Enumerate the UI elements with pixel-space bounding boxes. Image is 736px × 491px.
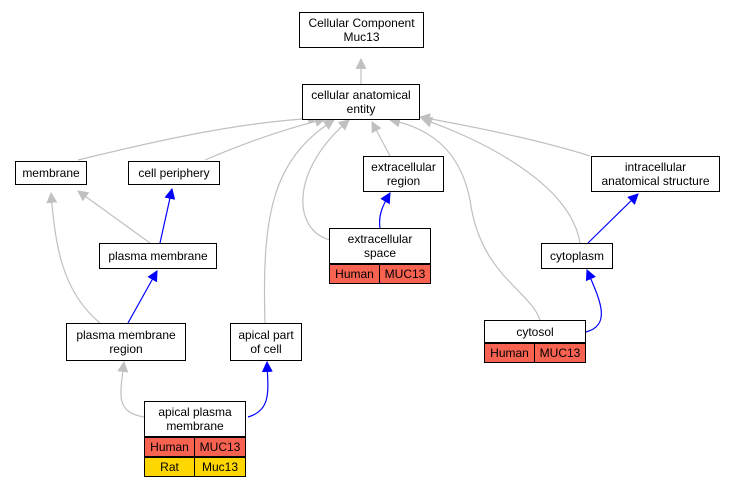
node-label: plasma membrane region bbox=[76, 328, 176, 356]
edge-intra-to-cae bbox=[418, 113, 591, 157]
node-label: cytosol bbox=[516, 324, 554, 339]
node-label: apical plasma membrane bbox=[158, 405, 232, 433]
species-label: Human bbox=[150, 440, 189, 454]
annotation-gene: Muc13 bbox=[194, 457, 246, 477]
node-label: plasma membrane bbox=[108, 249, 208, 263]
edge-extspace-to-extreg bbox=[378, 192, 391, 229]
node-label: extracellular space bbox=[347, 232, 413, 260]
gene-label: MUC13 bbox=[384, 267, 426, 281]
node-label: intracellular anatomical structure bbox=[601, 160, 710, 188]
node-label: Cellular Component Muc13 bbox=[308, 16, 415, 44]
node-label: cytoplasm bbox=[549, 249, 605, 263]
edge-cytosol-to-cae bbox=[388, 116, 541, 321]
node-cellular-anatomical-entity[interactable]: cellular anatomical entity bbox=[302, 84, 420, 120]
node-label: apical part of cell bbox=[238, 328, 294, 356]
gene-label: MUC13 bbox=[539, 346, 581, 360]
node-label: cell periphery bbox=[138, 166, 210, 180]
annotation-species: Rat bbox=[144, 457, 195, 477]
edge-pmregion-to-pm bbox=[127, 270, 158, 324]
node-apical-plasma-membrane[interactable]: apical plasma membrane bbox=[144, 401, 246, 437]
node-membrane[interactable]: membrane bbox=[15, 161, 87, 185]
edge-periphery-to-cae bbox=[204, 116, 327, 161]
edge-membrane-to-cae bbox=[77, 113, 320, 161]
node-cell-periphery[interactable]: cell periphery bbox=[128, 161, 220, 185]
annotation-species: Human bbox=[329, 264, 380, 284]
node-cytoplasm[interactable]: cytoplasm bbox=[541, 243, 613, 269]
node-extracellular-space[interactable]: extracellular space bbox=[329, 228, 431, 264]
edge-apicalpm-to-pmregion bbox=[117, 360, 145, 418]
node-plasma-membrane[interactable]: plasma membrane bbox=[99, 243, 217, 269]
gene-label: MUC13 bbox=[199, 440, 241, 454]
node-plasma-membrane-region[interactable]: plasma membrane region bbox=[66, 323, 186, 361]
annotation-species: Human bbox=[144, 437, 195, 457]
edge-pm-to-membrane bbox=[77, 190, 151, 244]
node-cytosol[interactable]: cytosol bbox=[484, 320, 586, 343]
node-extracellular-region[interactable]: extracellular region bbox=[363, 156, 444, 192]
annotation-gene: MUC13 bbox=[534, 343, 586, 363]
gene-label: Muc13 bbox=[201, 460, 239, 474]
edge-cytoplasm-to-intra bbox=[587, 193, 639, 244]
edge-pm-to-periphery bbox=[159, 187, 176, 244]
node-label: extracellular region bbox=[371, 160, 436, 188]
species-label: Rat bbox=[160, 460, 179, 474]
node-label: membrane bbox=[22, 166, 80, 180]
edge-apicalpart-to-cae bbox=[263, 119, 335, 326]
node-apical-part-of-cell[interactable]: apical part of cell bbox=[230, 323, 302, 361]
annotation-gene: MUC13 bbox=[379, 264, 431, 284]
node-label: cellular anatomical entity bbox=[311, 88, 411, 116]
edge-cytoplasm-to-cae bbox=[420, 116, 581, 244]
edge-pmregion-to-membrane bbox=[46, 191, 101, 324]
node-cellular-component-muc13[interactable]: Cellular Component Muc13 bbox=[299, 12, 424, 48]
edge-cytosol-to-cytoplasm bbox=[585, 268, 602, 333]
edge-extreg-to-cae bbox=[371, 121, 391, 157]
edge-extspace-to-cae bbox=[302, 119, 350, 241]
node-intracellular-anatomical-structure[interactable]: intracellular anatomical structure bbox=[591, 156, 720, 192]
annotation-gene: MUC13 bbox=[194, 437, 246, 457]
species-label: Human bbox=[490, 346, 529, 360]
species-label: Human bbox=[335, 267, 374, 281]
edge-apicalpm-to-apicalpart bbox=[247, 360, 273, 418]
annotation-species: Human bbox=[484, 343, 535, 363]
